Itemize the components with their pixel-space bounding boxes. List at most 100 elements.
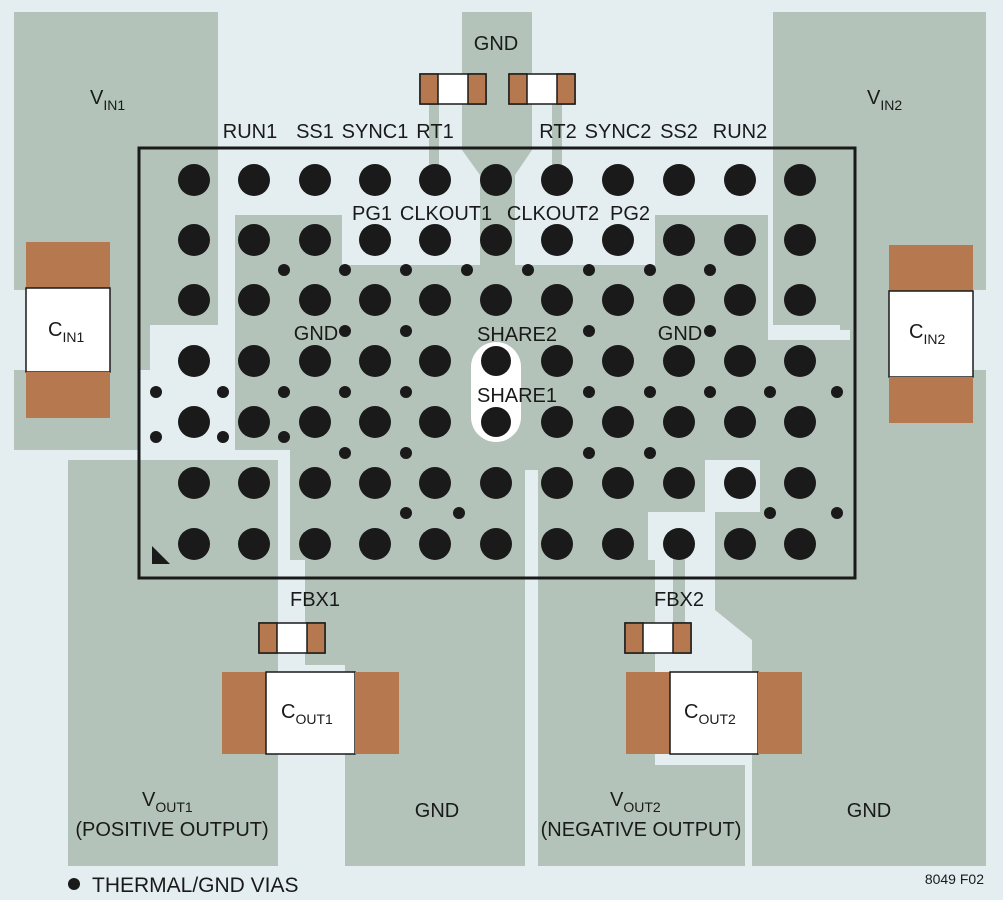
thermal-via-array [150,264,843,519]
label-clkout1: CLKOUT1 [400,203,492,225]
pad [541,345,573,377]
cout2-terminal-right [758,672,802,754]
thermal-via [831,386,843,398]
pad [299,406,331,438]
rt2-trace [552,100,562,180]
thermal-via [278,431,290,443]
pad [178,164,210,196]
cin1-capacitor [25,242,111,418]
thermal-via [522,264,534,276]
pad [541,164,573,196]
label-vout1: VOUT1 [142,789,193,815]
pad [724,345,756,377]
pad [663,284,695,316]
cout2-terminal-left [626,672,670,754]
label-vin1: VIN1 [90,87,125,113]
pad [784,164,816,196]
pad [663,467,695,499]
thermal-via [150,431,162,443]
pad [784,284,816,316]
labels: GND VIN1 VIN2 RUN1 SS1 SYNC1 RT1 RT2 SYN… [48,33,984,897]
pin1-corner-triangle-icon [152,546,170,564]
cout1-body [265,671,356,755]
thermal-via [644,386,656,398]
rt1-trace [429,100,439,180]
thermal-via [217,386,229,398]
pad [480,224,512,256]
pad [724,164,756,196]
label-gnd-right: GND [658,323,702,345]
pad [541,224,573,256]
label-pg1: PG1 [352,203,392,225]
label-cout2: COUT2 [684,701,736,727]
thermal-via [150,386,162,398]
pad [602,164,634,196]
pad [480,164,512,196]
thermal-via [583,264,595,276]
cout1-capacitor [222,671,399,755]
pad [299,284,331,316]
cin2-terminal-top [889,245,973,291]
pad [724,224,756,256]
rt1-resistor [419,73,487,105]
label-vin2: VIN2 [867,87,902,113]
thermal-via [400,507,412,519]
cout1-terminal-right [355,672,399,754]
thermal-via [453,507,465,519]
pad [178,406,210,438]
label-rt2: RT2 [539,121,576,143]
label-ss2: SS2 [660,121,698,143]
thermal-via [278,264,290,276]
pad [178,528,210,560]
label-sync1: SYNC1 [342,121,409,143]
label-vout2: VOUT2 [610,789,661,815]
pad [541,284,573,316]
label-gnd-left: GND [294,323,338,345]
thermal-via [400,264,412,276]
cout1-terminal-left [222,672,266,754]
pad [238,406,270,438]
share2-pad [481,346,511,376]
package-outline [137,146,857,580]
pad [663,224,695,256]
thermal-via [583,447,595,459]
label-gnd-top: GND [474,33,518,55]
pad [480,467,512,499]
cin2-terminal-bottom [889,377,973,423]
thermal-via [704,386,716,398]
pad [419,345,451,377]
pad [178,284,210,316]
thermal-via [339,386,351,398]
pad [178,224,210,256]
pad [299,467,331,499]
pad [359,467,391,499]
pad [602,467,634,499]
pad [602,406,634,438]
pad-array [178,164,816,560]
label-fbx1: FBX1 [290,589,340,611]
pad [541,467,573,499]
label-cin2: CIN2 [909,321,945,347]
thermal-via [339,325,351,337]
thermal-via [278,386,290,398]
pad [541,406,573,438]
thermal-via [461,264,473,276]
pad [602,345,634,377]
label-run2: RUN2 [713,121,767,143]
pad [602,224,634,256]
rt2-resistor [508,73,576,105]
label-clkout2: CLKOUT2 [507,203,599,225]
fbx2-trace [673,540,685,640]
vout2-plane [538,460,745,866]
cin1-body [25,287,111,373]
label-ss1: SS1 [296,121,334,143]
pad [663,406,695,438]
pad [724,284,756,316]
label-share1: SHARE1 [477,385,557,407]
pad [541,528,573,560]
cin2-capacitor [888,245,974,423]
pad [238,164,270,196]
cin1-terminal-top [26,242,110,288]
label-sync2: SYNC2 [585,121,652,143]
